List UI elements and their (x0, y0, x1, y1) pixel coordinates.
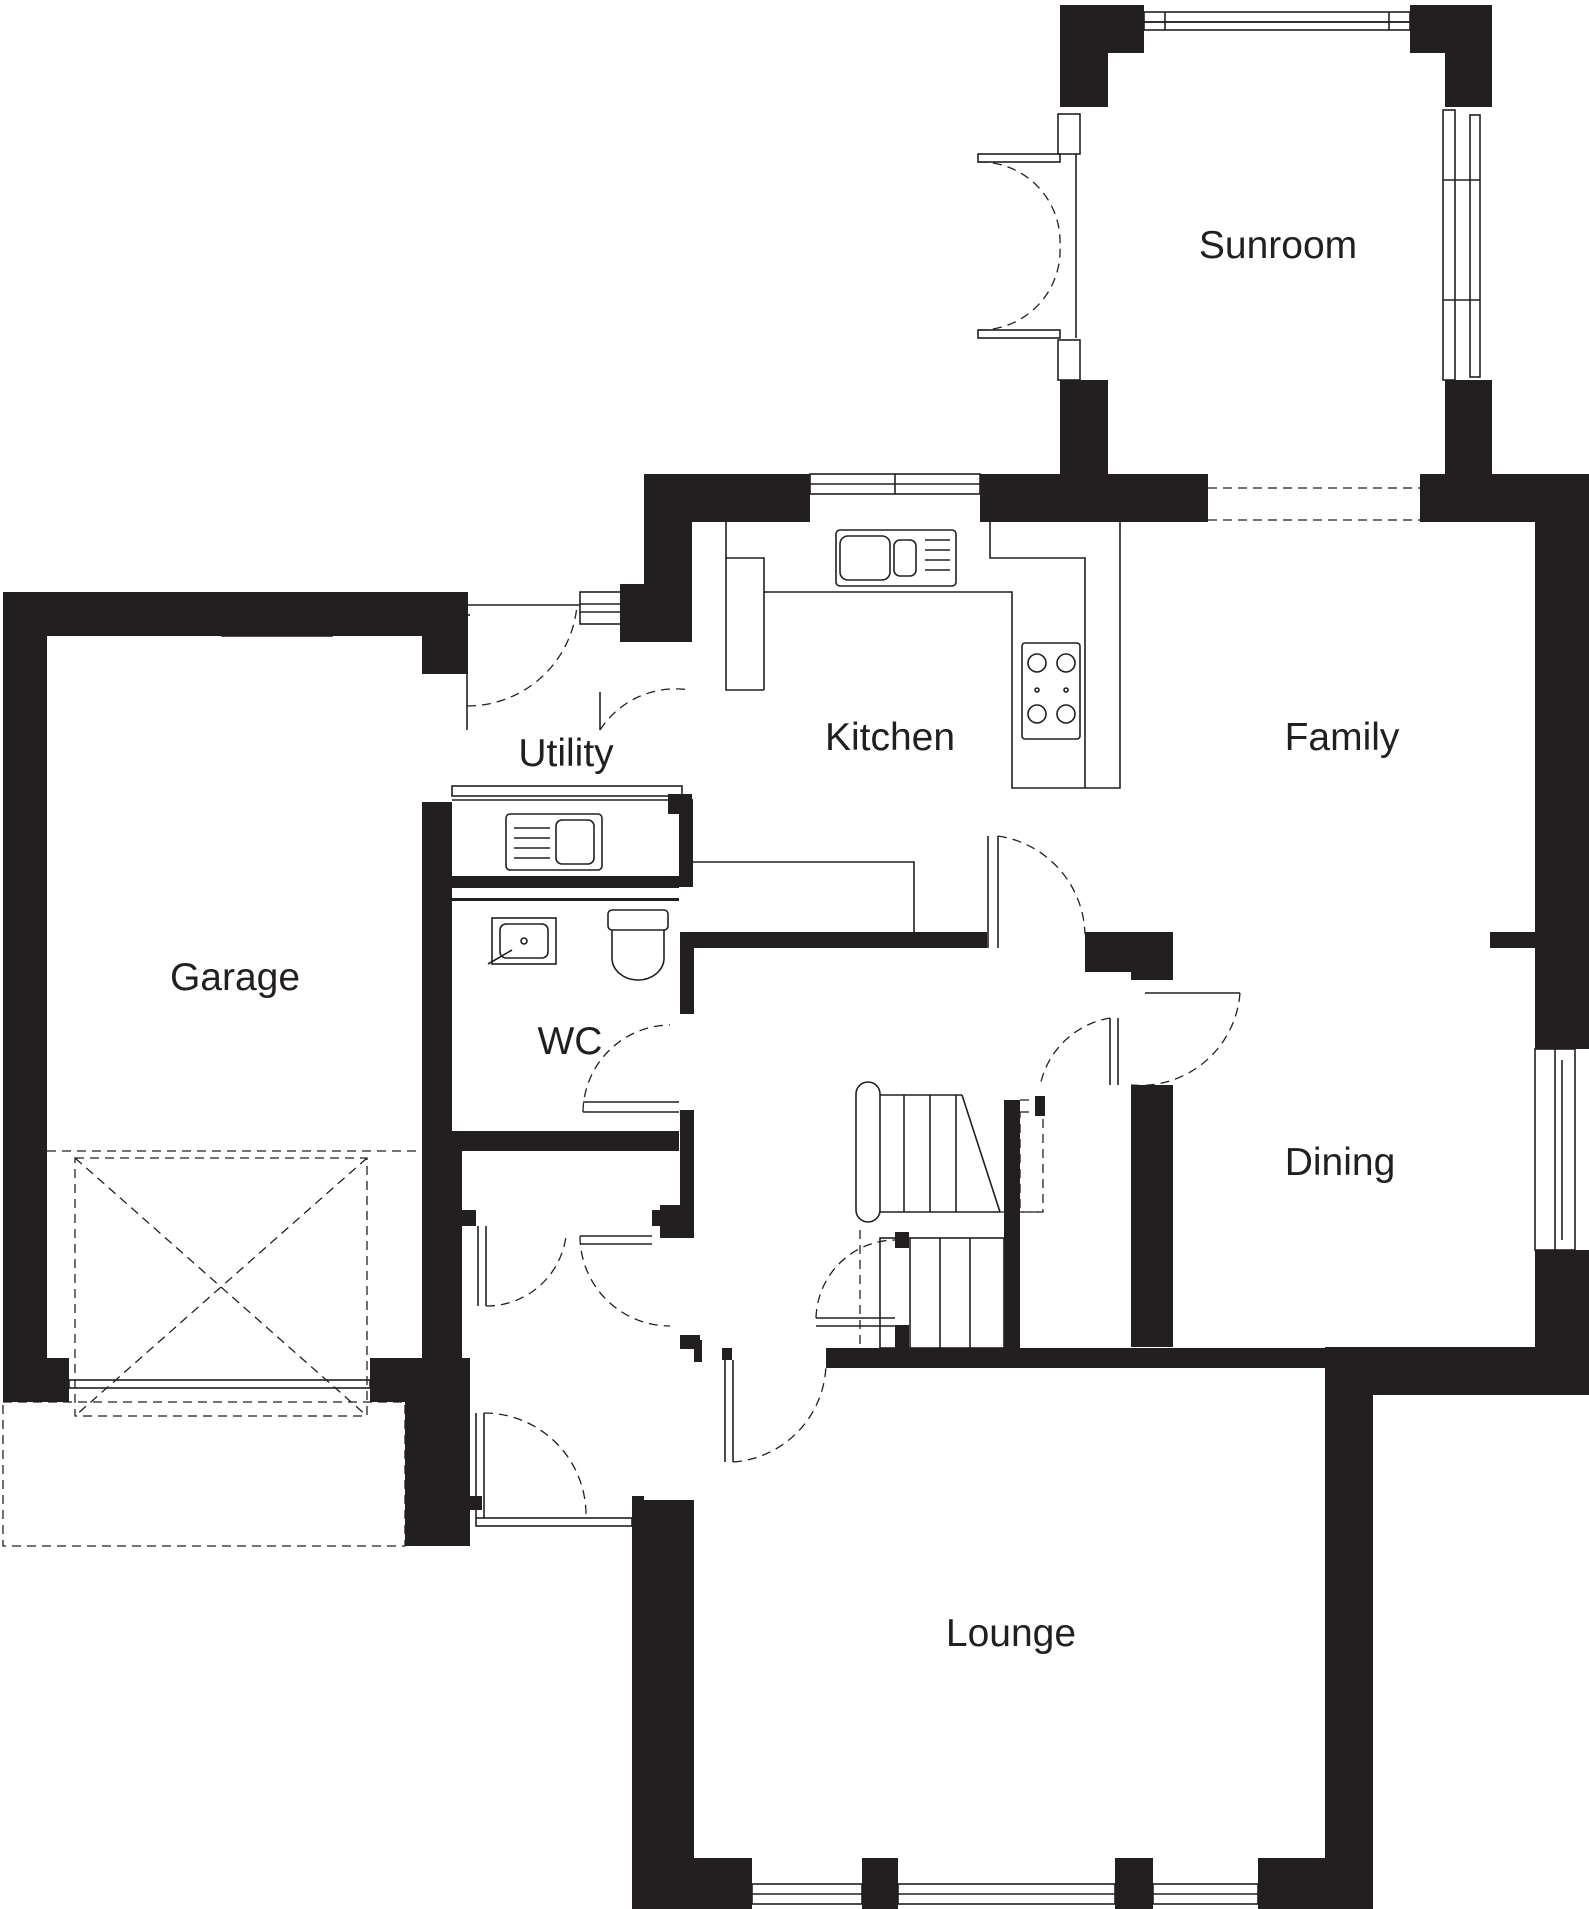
wc-label: WC (538, 1020, 603, 1063)
room-labels: Sunroom Kitchen Utility Family Garage WC… (170, 224, 1400, 1655)
outer-walls (620, 474, 1589, 1909)
garage-door (2, 1150, 420, 1547)
utility-units (451, 604, 691, 871)
internal-walls (444, 794, 1538, 1510)
kitchen-units (692, 522, 1121, 932)
sunroom-french-doors (977, 153, 1077, 339)
family-label: Family (1285, 716, 1400, 759)
wc-fixtures (487, 909, 679, 1113)
kitchen-label: Kitchen (825, 716, 955, 759)
windows (221, 11, 1576, 1905)
lounge-label: Lounge (946, 1612, 1076, 1655)
dining-label: Dining (1285, 1141, 1396, 1184)
sunroom-label: Sunroom (1199, 224, 1357, 267)
garage-label: Garage (170, 956, 300, 999)
stairs (855, 1081, 1044, 1349)
hall-doors (475, 835, 1241, 1518)
garage-walls (3, 592, 470, 1546)
utility-label: Utility (518, 732, 614, 775)
